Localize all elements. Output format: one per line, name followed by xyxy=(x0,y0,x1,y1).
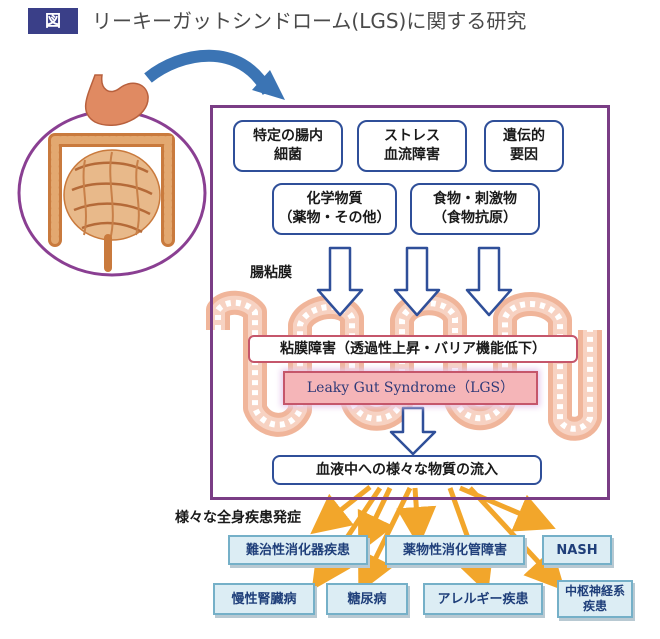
disease-cns: 中枢神経系 疾患 xyxy=(557,580,633,618)
intestinal-villi xyxy=(206,290,602,441)
stomach xyxy=(84,74,149,126)
orange-arrows xyxy=(310,485,566,595)
disease-diabetes: 糖尿病 xyxy=(326,583,408,615)
mucosa-damage-box: 粘膜障害（透過性上昇・バリア機能低下） xyxy=(248,335,578,363)
disease-allergy: アレルギー疾患 xyxy=(423,583,543,615)
curved-arrow xyxy=(144,49,274,96)
influx-box: 血液中への様々な物質の流入 xyxy=(272,455,542,485)
factor-intestinal-bacteria: 特定の腸内 細菌 xyxy=(233,120,343,172)
disease-nash: NASH xyxy=(542,535,612,565)
factor-chemical: 化学物質 （薬物・その他） xyxy=(272,183,397,235)
digestive-system-illustration xyxy=(17,74,207,277)
diagram-frame xyxy=(210,105,610,500)
figure-tag: 図 xyxy=(28,8,78,34)
lgs-box: Leaky Gut Syndrome（LGS） xyxy=(283,371,538,405)
factor-food: 食物・刺激物 （食物抗原） xyxy=(410,183,540,235)
factor-stress: ストレス 血流障害 xyxy=(357,120,467,172)
disease-refractory-gi: 難治性消化器疾患 xyxy=(228,535,368,565)
disease-ckd: 慢性腎臓病 xyxy=(213,583,315,615)
curved-arrow-head xyxy=(252,70,285,100)
down-arrows xyxy=(316,246,513,456)
disease-heading: 様々な全身疾患発症 xyxy=(175,510,301,526)
factor-genetic: 遺伝的 要因 xyxy=(484,120,564,172)
disease-drug-induced-gi: 薬物性消化管障害 xyxy=(385,535,525,565)
figure-title: リーキーガットシンドローム(LGS)に関する研究 xyxy=(92,9,527,33)
intestinal-mucosa-label: 腸粘膜 xyxy=(250,265,292,281)
